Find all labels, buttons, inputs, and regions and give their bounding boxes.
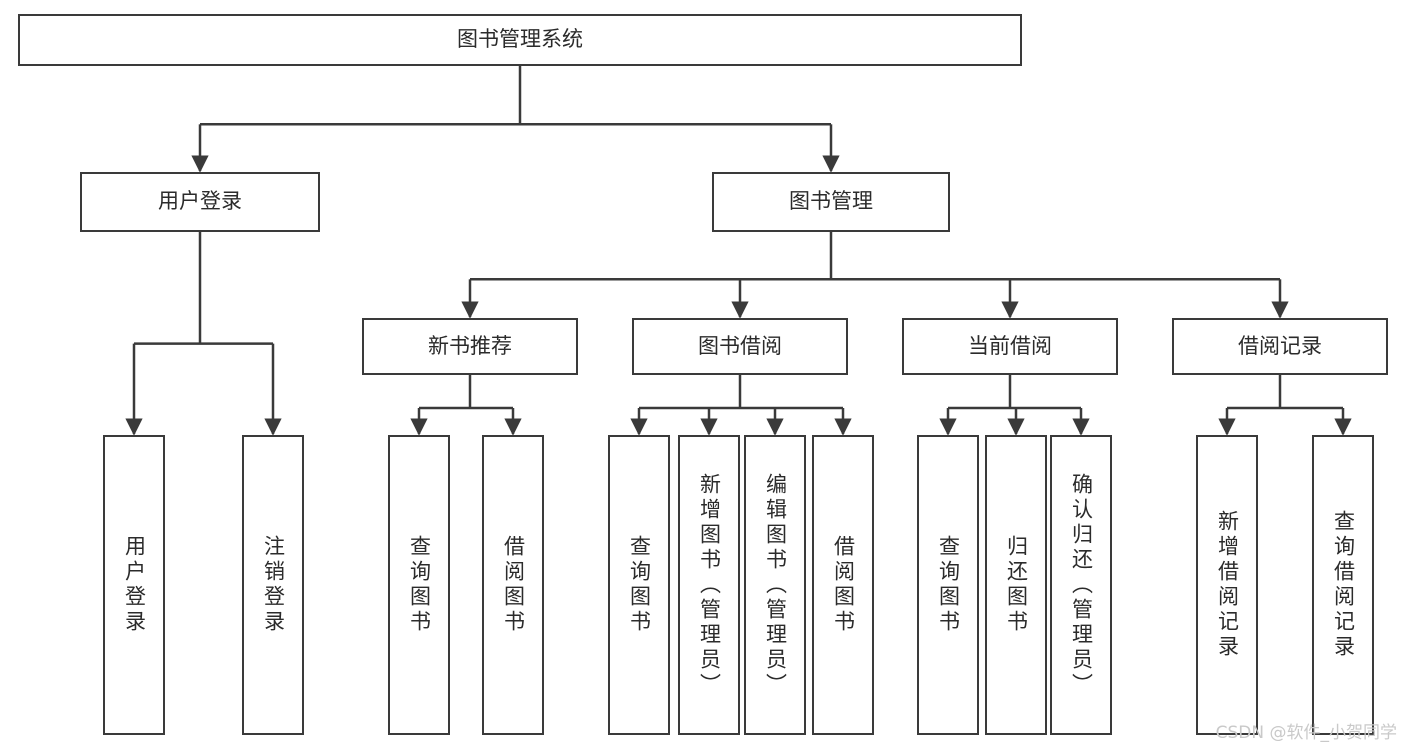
- node-l-edit[interactable]: 编辑图书（管理员）: [744, 435, 806, 735]
- node-label: 当前借阅: [968, 333, 1052, 358]
- node-label: 用户登录: [158, 189, 242, 214]
- node-login[interactable]: 用户登录: [80, 172, 320, 232]
- node-l-logout[interactable]: 注销登录: [242, 435, 304, 735]
- node-l-borrow1[interactable]: 借阅图书: [482, 435, 544, 735]
- node-l-query2[interactable]: 查询图书: [608, 435, 670, 735]
- node-root[interactable]: 图书管理系统: [18, 14, 1022, 66]
- node-label: 图书借阅: [698, 333, 782, 358]
- node-label: 查询图书: [627, 535, 652, 635]
- node-label: 借阅图书: [501, 535, 526, 635]
- node-l-queryrec[interactable]: 查询借阅记录: [1312, 435, 1374, 735]
- node-label: 查询图书: [936, 535, 961, 635]
- node-label: 归还图书: [1004, 535, 1029, 635]
- node-label: 用户登录: [122, 535, 147, 635]
- watermark-text: CSDN @软件_小贺同学: [1215, 723, 1397, 743]
- node-label: 新书推荐: [428, 333, 512, 358]
- node-label: 图书管理: [789, 189, 873, 214]
- node-label: 查询图书: [407, 535, 432, 635]
- node-current[interactable]: 当前借阅: [902, 318, 1118, 375]
- node-label: 新增图书（管理员）: [697, 472, 722, 698]
- node-newbook[interactable]: 新书推荐: [362, 318, 578, 375]
- node-label: 借阅记录: [1238, 333, 1322, 358]
- node-label: 注销登录: [261, 535, 286, 635]
- node-records[interactable]: 借阅记录: [1172, 318, 1388, 375]
- node-label: 确认归还（管理员）: [1069, 472, 1094, 698]
- node-label: 新增借阅记录: [1215, 510, 1240, 660]
- node-l-addrec[interactable]: 新增借阅记录: [1196, 435, 1258, 735]
- node-borrow[interactable]: 图书借阅: [632, 318, 848, 375]
- node-l-add[interactable]: 新增图书（管理员）: [678, 435, 740, 735]
- node-label: 编辑图书（管理员）: [763, 472, 788, 698]
- node-label: 图书管理系统: [457, 27, 583, 52]
- node-bookmgmt[interactable]: 图书管理: [712, 172, 950, 232]
- node-label: 借阅图书: [831, 535, 856, 635]
- node-l-login[interactable]: 用户登录: [103, 435, 165, 735]
- node-label: 查询借阅记录: [1331, 510, 1356, 660]
- node-l-confirm[interactable]: 确认归还（管理员）: [1050, 435, 1112, 735]
- node-l-borrow2[interactable]: 借阅图书: [812, 435, 874, 735]
- node-l-query1[interactable]: 查询图书: [388, 435, 450, 735]
- node-l-query3[interactable]: 查询图书: [917, 435, 979, 735]
- node-l-return[interactable]: 归还图书: [985, 435, 1047, 735]
